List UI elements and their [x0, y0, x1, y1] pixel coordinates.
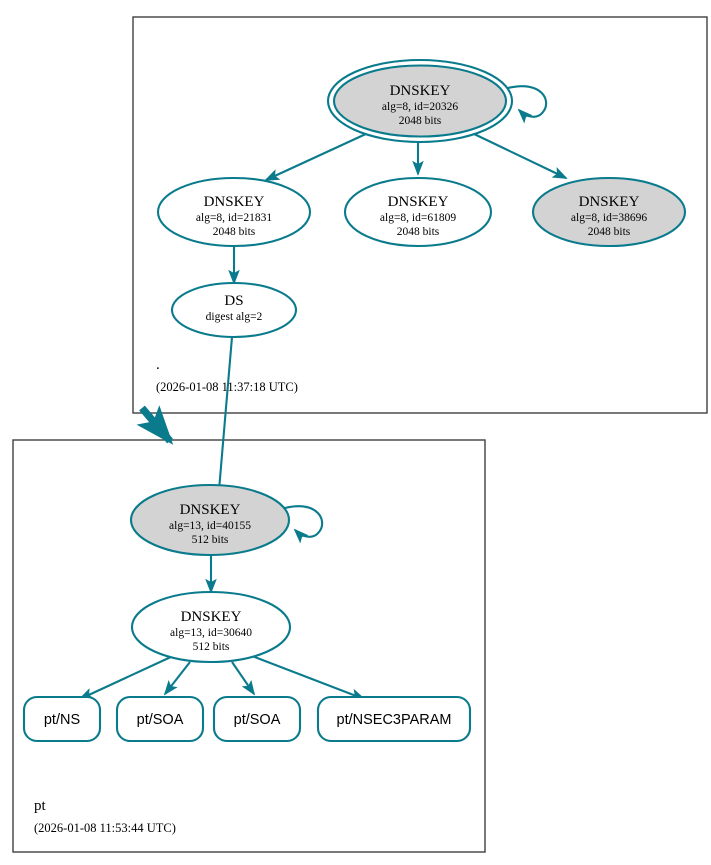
node-dnskey-21831[interactable]: DNSKEY alg=8, id=21831 2048 bits — [156, 176, 312, 248]
zone-pt-name: pt — [34, 798, 47, 814]
edge-layer-pt — [78, 505, 366, 700]
zone-pt-timestamp: (2026-01-08 11:53:44 UTC) — [34, 821, 176, 835]
node-dnskey-30640[interactable]: DNSKEY alg=13, id=30640 512 bits — [130, 590, 292, 664]
edge-layer-crosszone — [213, 336, 234, 504]
edge-signature-20326-to-38696 — [471, 132, 568, 179]
edge-self-signature-ksk-40155 — [284, 505, 324, 544]
rrset-soa-2-label: pt/SOA — [234, 712, 281, 728]
edge-signature-30640-to-soa-1 — [163, 661, 191, 696]
edge-zone-delegation-root-to-pt — [136, 405, 174, 445]
edge-delegation-ds-to-40155 — [213, 336, 234, 504]
node-dnskey-21831-title: DNSKEY — [204, 194, 265, 210]
node-ds-pt-title: DS — [224, 293, 243, 309]
rrset-ns[interactable]: pt/NS — [22, 695, 102, 743]
node-ds-pt-digest: digest alg=2 — [206, 311, 263, 323]
node-dnskey-30640-alg: alg=13, id=30640 — [170, 627, 252, 639]
edge-signature-30640-to-soa-2 — [231, 661, 256, 696]
node-dnskey-40155-alg: alg=13, id=40155 — [169, 520, 251, 532]
node-dnskey-40155-bits: 512 bits — [192, 534, 229, 546]
rrset-soa-1-shape — [115, 695, 205, 743]
rrset-nsec3param-label: pt/NSEC3PARAM — [337, 712, 452, 728]
rrset-ns-label: pt/NS — [44, 712, 80, 728]
node-dnskey-30640-title: DNSKEY — [181, 609, 242, 625]
rrset-nsec3param-shape — [316, 695, 472, 743]
node-dnskey-30640-bits: 512 bits — [193, 641, 230, 653]
node-dnskey-21831-alg: alg=8, id=21831 — [196, 212, 272, 224]
node-dnskey-30640-shape — [130, 590, 292, 664]
node-dnskey-40155-title: DNSKEY — [180, 502, 241, 518]
node-dnskey-20326-shape — [332, 64, 508, 138]
node-dnskey-20326-bits: 2048 bits — [399, 115, 442, 127]
node-dnskey-40155-shape — [129, 483, 291, 557]
node-dnskey-20326-alg: alg=8, id=20326 — [382, 101, 458, 113]
node-dnskey-38696-title: DNSKEY — [579, 194, 640, 210]
node-dnskey-61809-bits: 2048 bits — [397, 226, 440, 238]
node-dnskey-38696-bits: 2048 bits — [588, 226, 631, 238]
rrset-nsec3param[interactable]: pt/NSEC3PARAM — [316, 695, 472, 743]
rrset-soa-1-label: pt/SOA — [137, 712, 184, 728]
node-dnskey-21831-shape — [156, 176, 312, 248]
node-dnskey-61809-shape — [343, 176, 493, 248]
node-dnskey-38696-shape — [531, 176, 687, 248]
node-dnskey-21831-bits: 2048 bits — [213, 226, 256, 238]
edge-signature-30640-to-ns — [78, 655, 174, 700]
edge-self-signature-ksk-20326 — [507, 85, 548, 124]
node-dnskey-20326[interactable]: DNSKEY alg=8, id=20326 2048 bits — [326, 58, 514, 144]
node-dnskey-38696[interactable]: DNSKEY alg=8, id=38696 2048 bits — [531, 176, 687, 248]
node-dnskey-40155[interactable]: DNSKEY alg=13, id=40155 512 bits — [129, 483, 291, 557]
node-ds-pt[interactable]: DS digest alg=2 — [170, 281, 298, 339]
node-dnskey-61809[interactable]: DNSKEY alg=8, id=61809 2048 bits — [343, 176, 493, 248]
node-dnskey-61809-title: DNSKEY — [388, 194, 449, 210]
edge-signature-30640-to-nsec3param — [251, 655, 366, 700]
rrset-soa-1[interactable]: pt/SOA — [115, 695, 205, 743]
node-dnskey-38696-alg: alg=8, id=38696 — [571, 212, 647, 224]
rrset-soa-2-shape — [212, 695, 302, 743]
node-ds-pt-shape — [170, 281, 298, 339]
rrset-ns-shape — [22, 695, 102, 743]
zone-root-name: . — [156, 357, 160, 373]
rrset-soa-2[interactable]: pt/SOA — [212, 695, 302, 743]
node-dnskey-20326-title: DNSKEY — [390, 83, 451, 99]
edge-signature-20326-to-21831 — [264, 132, 369, 181]
node-dnskey-61809-alg: alg=8, id=61809 — [380, 212, 456, 224]
